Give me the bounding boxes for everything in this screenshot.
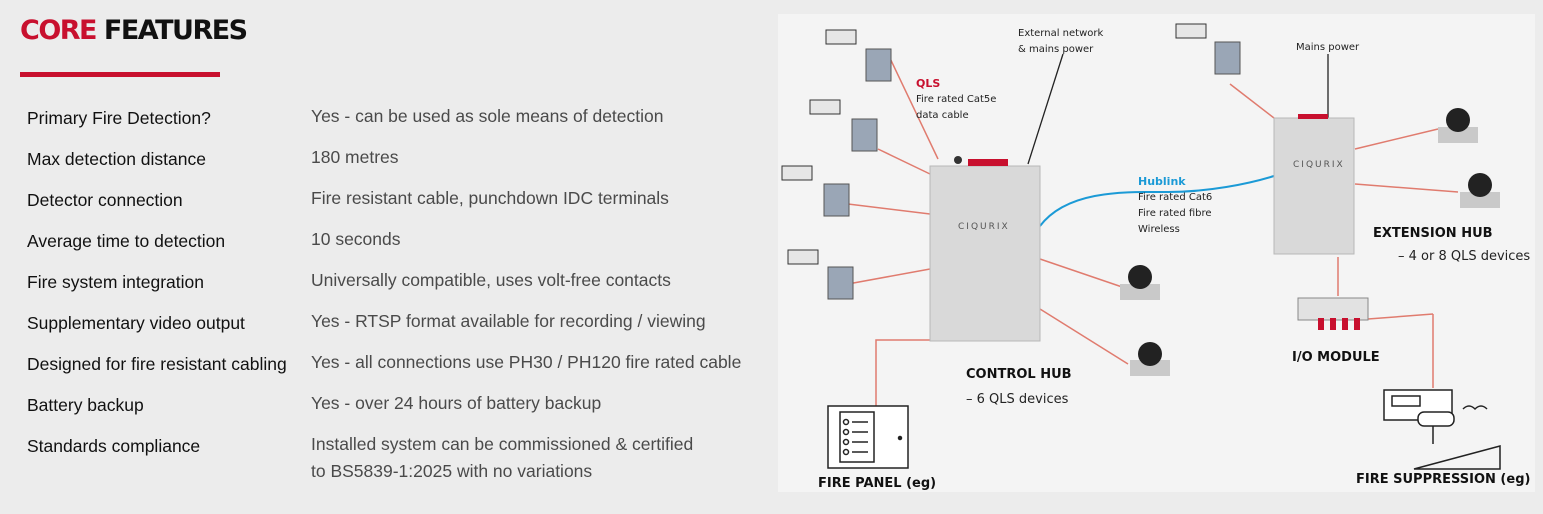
feature-value: Yes - can be used as sole means of detec… — [311, 103, 664, 130]
feature-value: Yes - RTSP format available for recordin… — [311, 308, 706, 335]
feature-row: Fire system integration Universally compa… — [27, 270, 767, 313]
control-hub-box — [929, 156, 1041, 342]
feature-value-line: Yes - RTSP format available for recordin… — [311, 311, 706, 331]
feature-label: Detector connection — [27, 190, 183, 210]
feature-row: Max detection distance 180 metres — [27, 147, 767, 190]
fire-suppression-icon — [1383, 389, 1501, 470]
feature-value: Universally compatible, uses volt-free c… — [311, 267, 671, 294]
feature-row: Battery backup Yes - over 24 hours of bat… — [27, 393, 767, 436]
feature-label: Fire system integration — [27, 272, 205, 292]
extension-hub-label: EXTENSION HUB — [1373, 226, 1493, 241]
system-diagram: External network & mains power Mains pow… — [778, 14, 1535, 492]
feature-label: Average time to detection — [27, 231, 226, 251]
section-heading: CORE FEATURES — [20, 15, 248, 46]
feature-row: Primary Fire Detection? Yes - can be used… — [27, 106, 767, 149]
feature-label: Primary Fire Detection? — [27, 108, 211, 128]
feature-value-line: Yes - over 24 hours of battery backup — [311, 393, 602, 413]
feature-label: Max detection distance — [27, 149, 206, 169]
feature-value: Yes - over 24 hours of battery backup — [311, 390, 601, 417]
feature-value-line: Yes - can be used as sole means of detec… — [311, 106, 664, 126]
external-network-label: External network & mains power — [1018, 28, 1104, 55]
wires — [847, 53, 1459, 410]
fire-suppression-label: FIRE SUPPRESSION (eg) — [1356, 472, 1531, 487]
fire-panel-icon — [827, 405, 909, 469]
feature-value: Yes - all connections use PH30 / PH120 f… — [311, 349, 741, 376]
feature-value-line: Universally compatible, uses volt-free c… — [311, 270, 671, 290]
hublink-label: Hublink Fire rated Cat6 Fire rated fibre… — [1138, 175, 1213, 235]
feature-label: Designed for fire resistant cabling — [27, 354, 287, 374]
diagram-drawing — [781, 23, 1501, 470]
io-module-label: I/O MODULE — [1292, 350, 1380, 365]
feature-value-line: Installed system can be commissioned & c… — [311, 434, 694, 454]
cameras-left — [781, 29, 892, 300]
heading-accent: CORE — [20, 15, 98, 46]
mains-power-label: Mains power — [1296, 42, 1360, 53]
extension-hub-brand: CIQURIX — [1293, 160, 1345, 170]
feature-value-line: Fire resistant cable, punchdown IDC term… — [311, 188, 669, 208]
io-module — [1297, 297, 1369, 330]
feature-value-line: Yes - all connections use PH30 / PH120 f… — [311, 352, 742, 372]
feature-row: Designed for fire resistant cabling Yes -… — [27, 352, 767, 395]
feature-row: Standards compliance Installed system can… — [27, 434, 767, 481]
extension-hub-sub: – 4 or 8 QLS devices — [1398, 249, 1531, 264]
feature-row: Supplementary video output Yes - RTSP for… — [27, 311, 767, 354]
features-table: Primary Fire Detection? Yes - can be used… — [27, 106, 767, 481]
extension-hub-box — [1273, 114, 1355, 255]
feature-label: Standards compliance — [27, 436, 201, 456]
feature-row: Average time to detection 10 seconds — [27, 229, 767, 272]
feature-value: 10 seconds — [311, 226, 401, 253]
dome-cameras — [1120, 108, 1500, 376]
feature-value-line: 10 seconds — [311, 229, 401, 249]
heading-underline — [20, 72, 220, 77]
feature-row: Detector connection Fire resistant cable,… — [27, 188, 767, 231]
feature-value: Fire resistant cable, punchdown IDC term… — [311, 185, 669, 212]
feature-value-line: 180 metres — [311, 147, 399, 167]
control-hub-brand: CIQURIX — [958, 222, 1010, 232]
feature-value: Installed system can be commissioned & c… — [311, 431, 693, 485]
qls-label: QLS Fire rated Cat5e data cable — [916, 77, 997, 121]
fire-panel-label: FIRE PANEL (eg) — [818, 476, 937, 491]
heading-rest: FEATURES — [103, 15, 248, 46]
control-hub-label: CONTROL HUB — [966, 367, 1072, 382]
feature-value-line: to BS5839-1:2025 with no variations — [311, 461, 593, 481]
control-hub-sub: – 6 QLS devices — [966, 392, 1069, 407]
feature-label: Battery backup — [27, 395, 144, 415]
feature-label: Supplementary video output — [27, 313, 245, 333]
feature-value: 180 metres — [311, 144, 399, 171]
